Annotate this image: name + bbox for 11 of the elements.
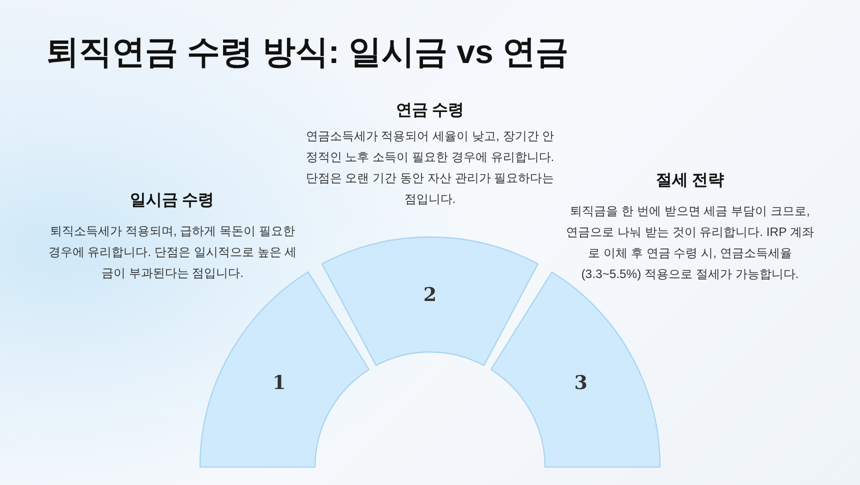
description-text: 퇴직소득세가 적용되며, 급하게 목돈이 필요한 경우에 유리합니다. 단점은 일시적으로 높은 세금이 부과된다는 점입니다. [47, 223, 298, 282]
segment-number: 1 [272, 372, 286, 394]
section-heading: 일시금 수령 [128, 191, 216, 211]
section-heading: 절세 전략 [654, 171, 726, 191]
slide-title: 퇴직연금 수령 방식: 일시금 vs 연금 [46, 32, 569, 72]
description-text: 연금소득세가 적용되어 세율이 낮고, 장기간 안정적인 노후 소득이 필요한 경우에 유리합니다. 단점은 오랜 기간 동안 자산 관리가 필요하다는 점입니다. [305, 128, 555, 208]
segment-number: 3 [574, 372, 588, 394]
segment-number: 2 [423, 284, 437, 306]
section-heading: 연금 수령 [394, 101, 466, 121]
arc-segment [322, 237, 538, 366]
description-text: 퇴직금을 한 번에 받으면 세금 부담이 크므로, 연금으로 나눠 받는 것이 유리합니다. IRP 계좌로 이체 후 연금 수령 시, 연금소득세율(3.3~5.5%) 적용으로 절세가 가능합니다. [565, 203, 815, 283]
